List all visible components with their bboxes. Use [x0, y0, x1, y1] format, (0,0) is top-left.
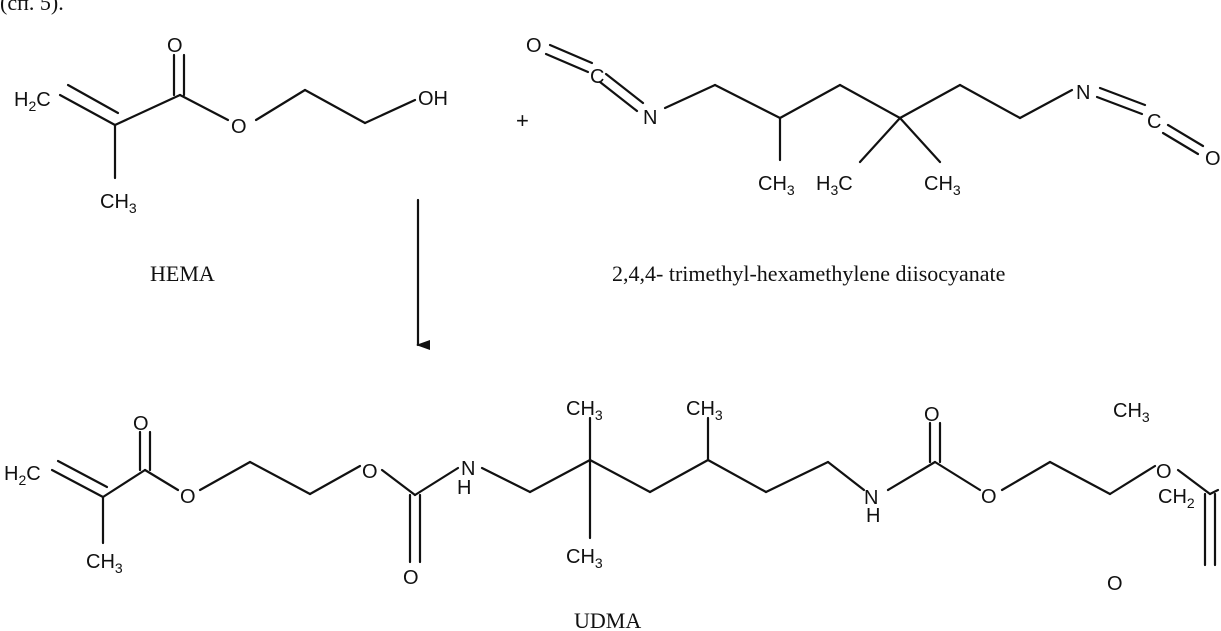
atom-label: O: [1205, 148, 1221, 170]
atom-label: H: [457, 477, 471, 499]
bond: [713, 83, 782, 120]
bond: [778, 83, 842, 120]
product-name: UDMA: [574, 608, 641, 631]
atom-label: O: [526, 35, 542, 57]
bond: [858, 116, 902, 164]
bond: [413, 466, 460, 497]
bond: [1098, 86, 1147, 107]
bond: [480, 466, 532, 494]
bond: [113, 93, 182, 127]
bond: [363, 98, 417, 125]
bond: [838, 83, 902, 120]
bond: [1208, 488, 1220, 496]
bond: [56, 459, 109, 489]
udma-labels: O O O O N H N H O O O H2C CH3 CH3 CH3 CH…: [4, 398, 1172, 589]
atom-label: H2C: [4, 463, 41, 488]
bond: [254, 88, 307, 122]
bond: [101, 468, 147, 499]
atom-label: H2C: [14, 89, 51, 114]
bond: [143, 468, 180, 492]
bond: [58, 93, 117, 127]
bond: [308, 464, 362, 496]
udma-right-terminal: CH3 CH2 O: [1107, 400, 1195, 595]
atom-label: O: [167, 35, 183, 57]
bond: [663, 83, 717, 110]
reactant2-name: 2,4,4- trimethyl-hexamethylene diisocyan…: [612, 261, 1005, 286]
atom-label: O: [403, 567, 419, 589]
bond: [826, 460, 866, 492]
atom-label: CH3: [566, 546, 603, 571]
atom-label: N: [643, 107, 657, 129]
atom-label: CH3: [924, 173, 961, 198]
atom-label: CH3: [100, 191, 137, 216]
reactant1-name: HEMA: [150, 261, 215, 286]
bond: [248, 460, 312, 496]
bond: [66, 83, 120, 115]
atom-label: CH3: [566, 398, 603, 423]
atom-label: O: [924, 404, 940, 426]
bond: [380, 468, 417, 497]
atom-label: OH: [418, 88, 448, 110]
plus-sign: +: [516, 108, 529, 133]
bond: [1018, 88, 1074, 120]
atom-label: CH2: [1158, 486, 1195, 511]
bond: [958, 83, 1022, 120]
bond: [528, 458, 592, 494]
hema-molecule: O O OH H2C CH3: [14, 35, 448, 216]
atom-label: H: [866, 505, 880, 527]
bond: [886, 460, 937, 492]
bond: [198, 460, 252, 492]
bond: [898, 83, 962, 120]
bond: [604, 72, 645, 105]
bond: [1166, 123, 1205, 148]
atom-label: CH3: [686, 398, 723, 423]
header-fragment: (сп. 5).: [0, 0, 64, 15]
atom-label: C: [590, 66, 604, 88]
atom-label: H3C: [816, 173, 853, 198]
bond: [588, 458, 652, 494]
udma-molecule: [50, 416, 1217, 567]
bond: [50, 468, 105, 499]
atom-label: N: [461, 458, 475, 480]
tmdi-molecule: O C N N C O CH3 H3C CH3: [526, 35, 1221, 198]
bond: [598, 80, 639, 113]
atom-label: CH3: [86, 551, 123, 576]
atom-label: O: [1156, 461, 1172, 483]
atom-label: O: [180, 486, 196, 508]
bond: [898, 116, 942, 164]
atom-label: C: [1147, 111, 1161, 133]
atom-label: CH3: [1113, 400, 1150, 425]
bond: [648, 458, 710, 494]
bond: [1176, 468, 1212, 496]
atom-label: O: [133, 413, 149, 435]
bond: [706, 458, 768, 494]
atom-label: O: [231, 116, 247, 138]
atom-label: N: [1076, 82, 1090, 104]
bond: [303, 88, 367, 125]
atom-label: N: [864, 487, 878, 509]
bond: [548, 43, 594, 65]
atom-label: CH3: [758, 173, 795, 198]
bond: [1000, 460, 1052, 492]
bond: [544, 52, 590, 74]
bond: [933, 460, 982, 492]
bond: [1108, 464, 1157, 496]
atom-label: O: [1107, 573, 1123, 595]
atom-label: O: [981, 486, 997, 508]
bond: [1048, 460, 1112, 496]
bond: [1161, 131, 1200, 156]
atom-label: O: [362, 461, 378, 483]
bond: [1095, 95, 1144, 116]
udma-right-end: [1208, 488, 1220, 496]
bond: [178, 93, 230, 122]
bond: [764, 460, 830, 494]
